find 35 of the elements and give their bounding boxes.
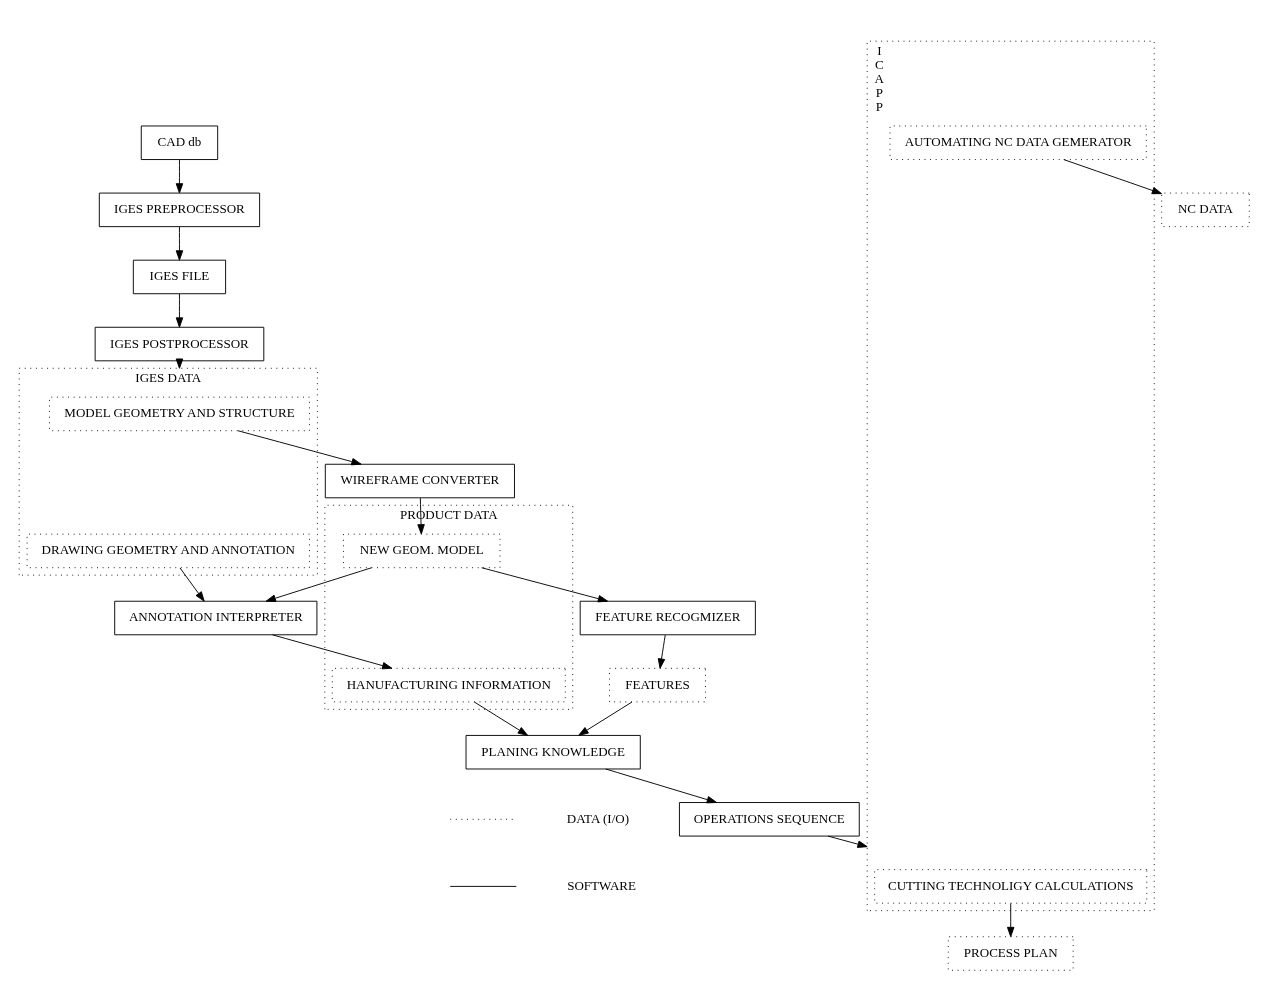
node-box: FEATURE RECOGMIZER	[579, 600, 756, 636]
arrow	[237, 430, 362, 466]
arrow	[657, 634, 666, 669]
node-box: HANUFACTURING INFORMATION	[331, 667, 566, 703]
node-box: CAD db	[140, 125, 219, 160]
arrow	[175, 159, 184, 194]
node-box: NEW GEOM. MODEL	[343, 533, 501, 569]
node-box: NC DATA	[1161, 192, 1250, 228]
arrow	[481, 567, 609, 603]
legend-label: DATA (I/O)	[566, 810, 630, 826]
node-box: FEATURES	[609, 667, 706, 703]
arrow	[827, 835, 868, 848]
arrow	[272, 634, 393, 670]
arrow	[605, 768, 717, 804]
arrow	[175, 293, 184, 328]
node-box: OPERATIONS SEQUENCE	[678, 802, 860, 837]
node-box: MODEL GEOMETRY AND STRUCTURE	[49, 396, 310, 432]
arrow	[578, 701, 633, 736]
node-box: PLANING KNOWLEDGE	[465, 734, 641, 770]
legend-label: SOFTWARE	[567, 877, 637, 893]
arrow	[417, 497, 425, 535]
node-box: WIREFRAME CONVERTER	[324, 463, 515, 499]
arrow	[179, 567, 205, 602]
arrow	[1063, 159, 1163, 195]
node-box: PROCESS PLAN	[947, 936, 1074, 971]
arrow	[265, 567, 373, 602]
arrow	[473, 701, 528, 736]
arrow	[175, 226, 184, 261]
node-box: IGES FILE	[132, 259, 227, 295]
node-box: ANNOTATION INTERPRETER	[114, 600, 318, 636]
node-box: AUTOMATING NC DATA GEMERATOR	[889, 125, 1147, 160]
node-box: IGES PREPROCESSOR	[98, 192, 261, 228]
node-box: DRAWING GEOMETRY AND ANNOTATION	[26, 533, 310, 569]
node-box: CUTTING TECHNOLIGY CALCULATIONS	[874, 869, 1148, 904]
arrow	[1007, 903, 1015, 938]
